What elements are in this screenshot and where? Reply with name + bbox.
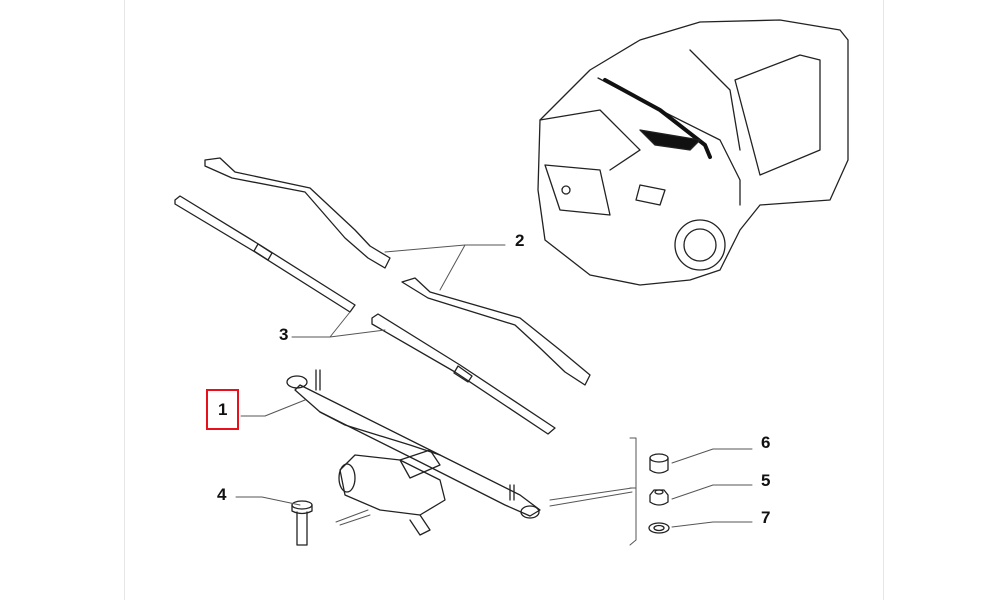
- screw-illustration: [291, 500, 313, 546]
- callout-1[interactable]: 1: [218, 400, 228, 419]
- wiper-blade-upper: [174, 195, 356, 313]
- nut-illustration: [649, 489, 669, 506]
- left-border: [124, 0, 125, 600]
- callout-3[interactable]: 3: [279, 325, 289, 344]
- callout-5[interactable]: 5: [761, 471, 771, 490]
- callout-2[interactable]: 2: [515, 231, 525, 250]
- right-border: [883, 0, 884, 600]
- callout-7[interactable]: 7: [761, 508, 771, 527]
- callout-4[interactable]: 4: [217, 485, 227, 504]
- wiper-arm-lower: [401, 277, 591, 386]
- wiper-arm-upper: [204, 157, 391, 269]
- callout-6[interactable]: 6: [761, 433, 771, 452]
- washer-illustration: [648, 522, 670, 534]
- wiper-linkage: [286, 369, 541, 536]
- wiper-blade-lower: [371, 313, 556, 435]
- leader-lines: [235, 244, 753, 546]
- selected-part-highlight: [206, 389, 239, 430]
- vehicle-illustration: [537, 19, 849, 286]
- cap-illustration: [649, 453, 669, 474]
